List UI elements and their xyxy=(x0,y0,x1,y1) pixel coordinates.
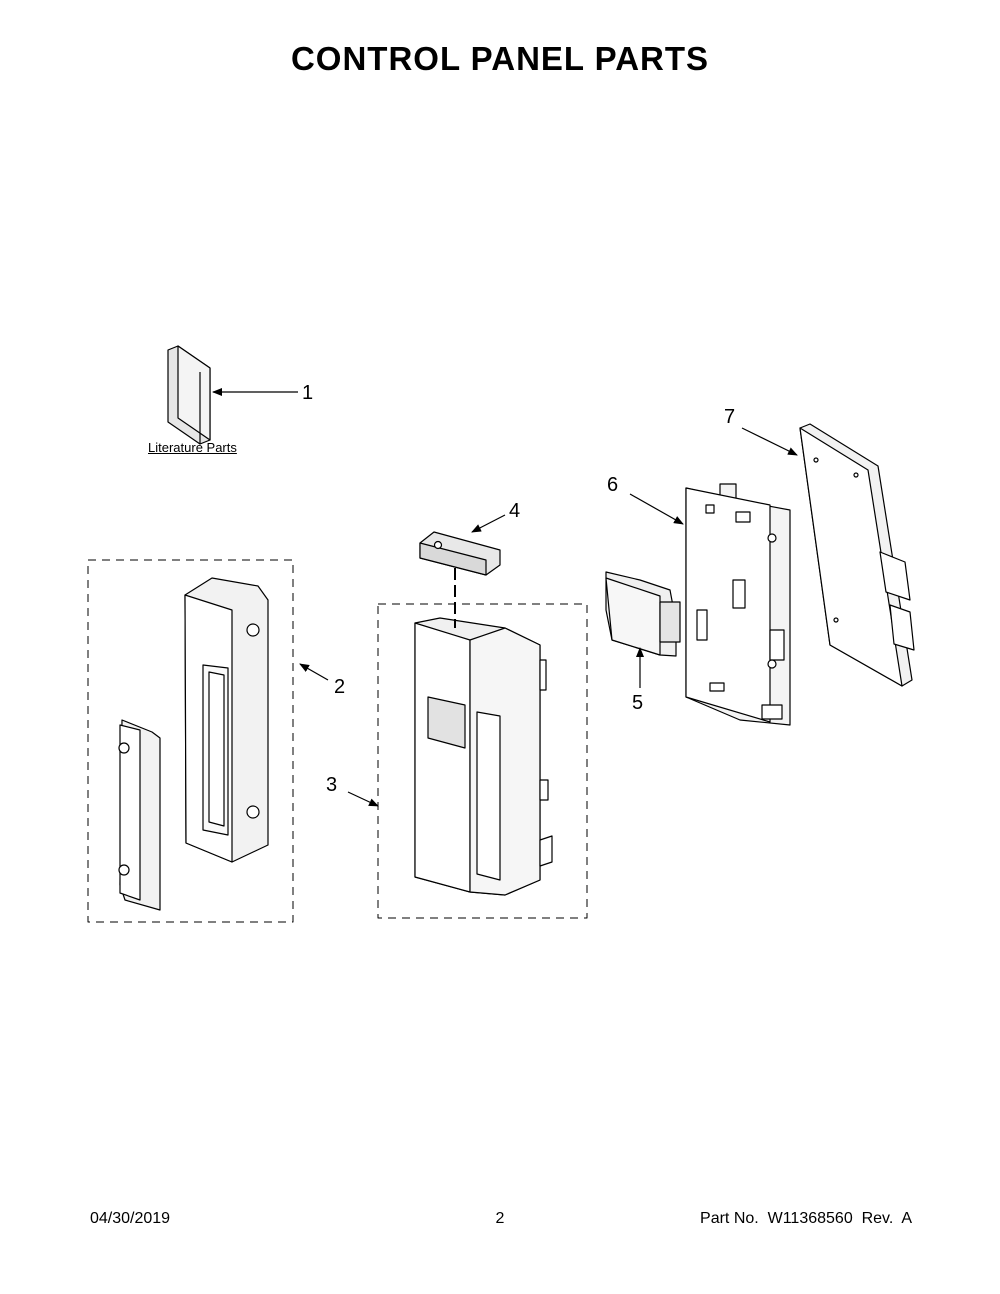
callout-label-1: 1 xyxy=(302,382,314,404)
callout-label-2: 2 xyxy=(334,676,346,698)
callout-arrow-3 xyxy=(347,791,379,807)
callout-label-4: 4 xyxy=(509,500,521,522)
switch-module-part xyxy=(605,571,681,657)
callout-label-7: 7 xyxy=(724,406,736,428)
callout-arrow-6 xyxy=(629,493,684,525)
callout-label-3: 3 xyxy=(326,774,338,796)
callout-label-6: 6 xyxy=(607,474,619,496)
callout-arrow-7 xyxy=(741,427,798,456)
callout-arrow-2 xyxy=(299,663,329,681)
part-2-dashed-box xyxy=(87,559,294,923)
callout-arrow-4 xyxy=(471,514,506,533)
literature-parts-label: Literature Parts xyxy=(148,440,237,455)
part-3-dashed-box xyxy=(377,603,588,919)
circuit-board-part xyxy=(799,423,915,687)
side-trim-panel-part xyxy=(118,577,269,911)
page-title: CONTROL PANEL PARTS xyxy=(290,40,710,77)
control-panel-housing-part xyxy=(414,617,553,896)
bracket-clip-part xyxy=(419,531,501,576)
footer-page-number: 2 xyxy=(495,1210,505,1227)
mounting-plate-part xyxy=(685,483,791,726)
footer-part-number: Part No. W11368560 Rev. A xyxy=(700,1210,912,1227)
callout-label-5: 5 xyxy=(632,692,644,714)
footer-date: 04/30/2019 xyxy=(90,1210,171,1227)
literature-booklet-part xyxy=(167,345,211,445)
